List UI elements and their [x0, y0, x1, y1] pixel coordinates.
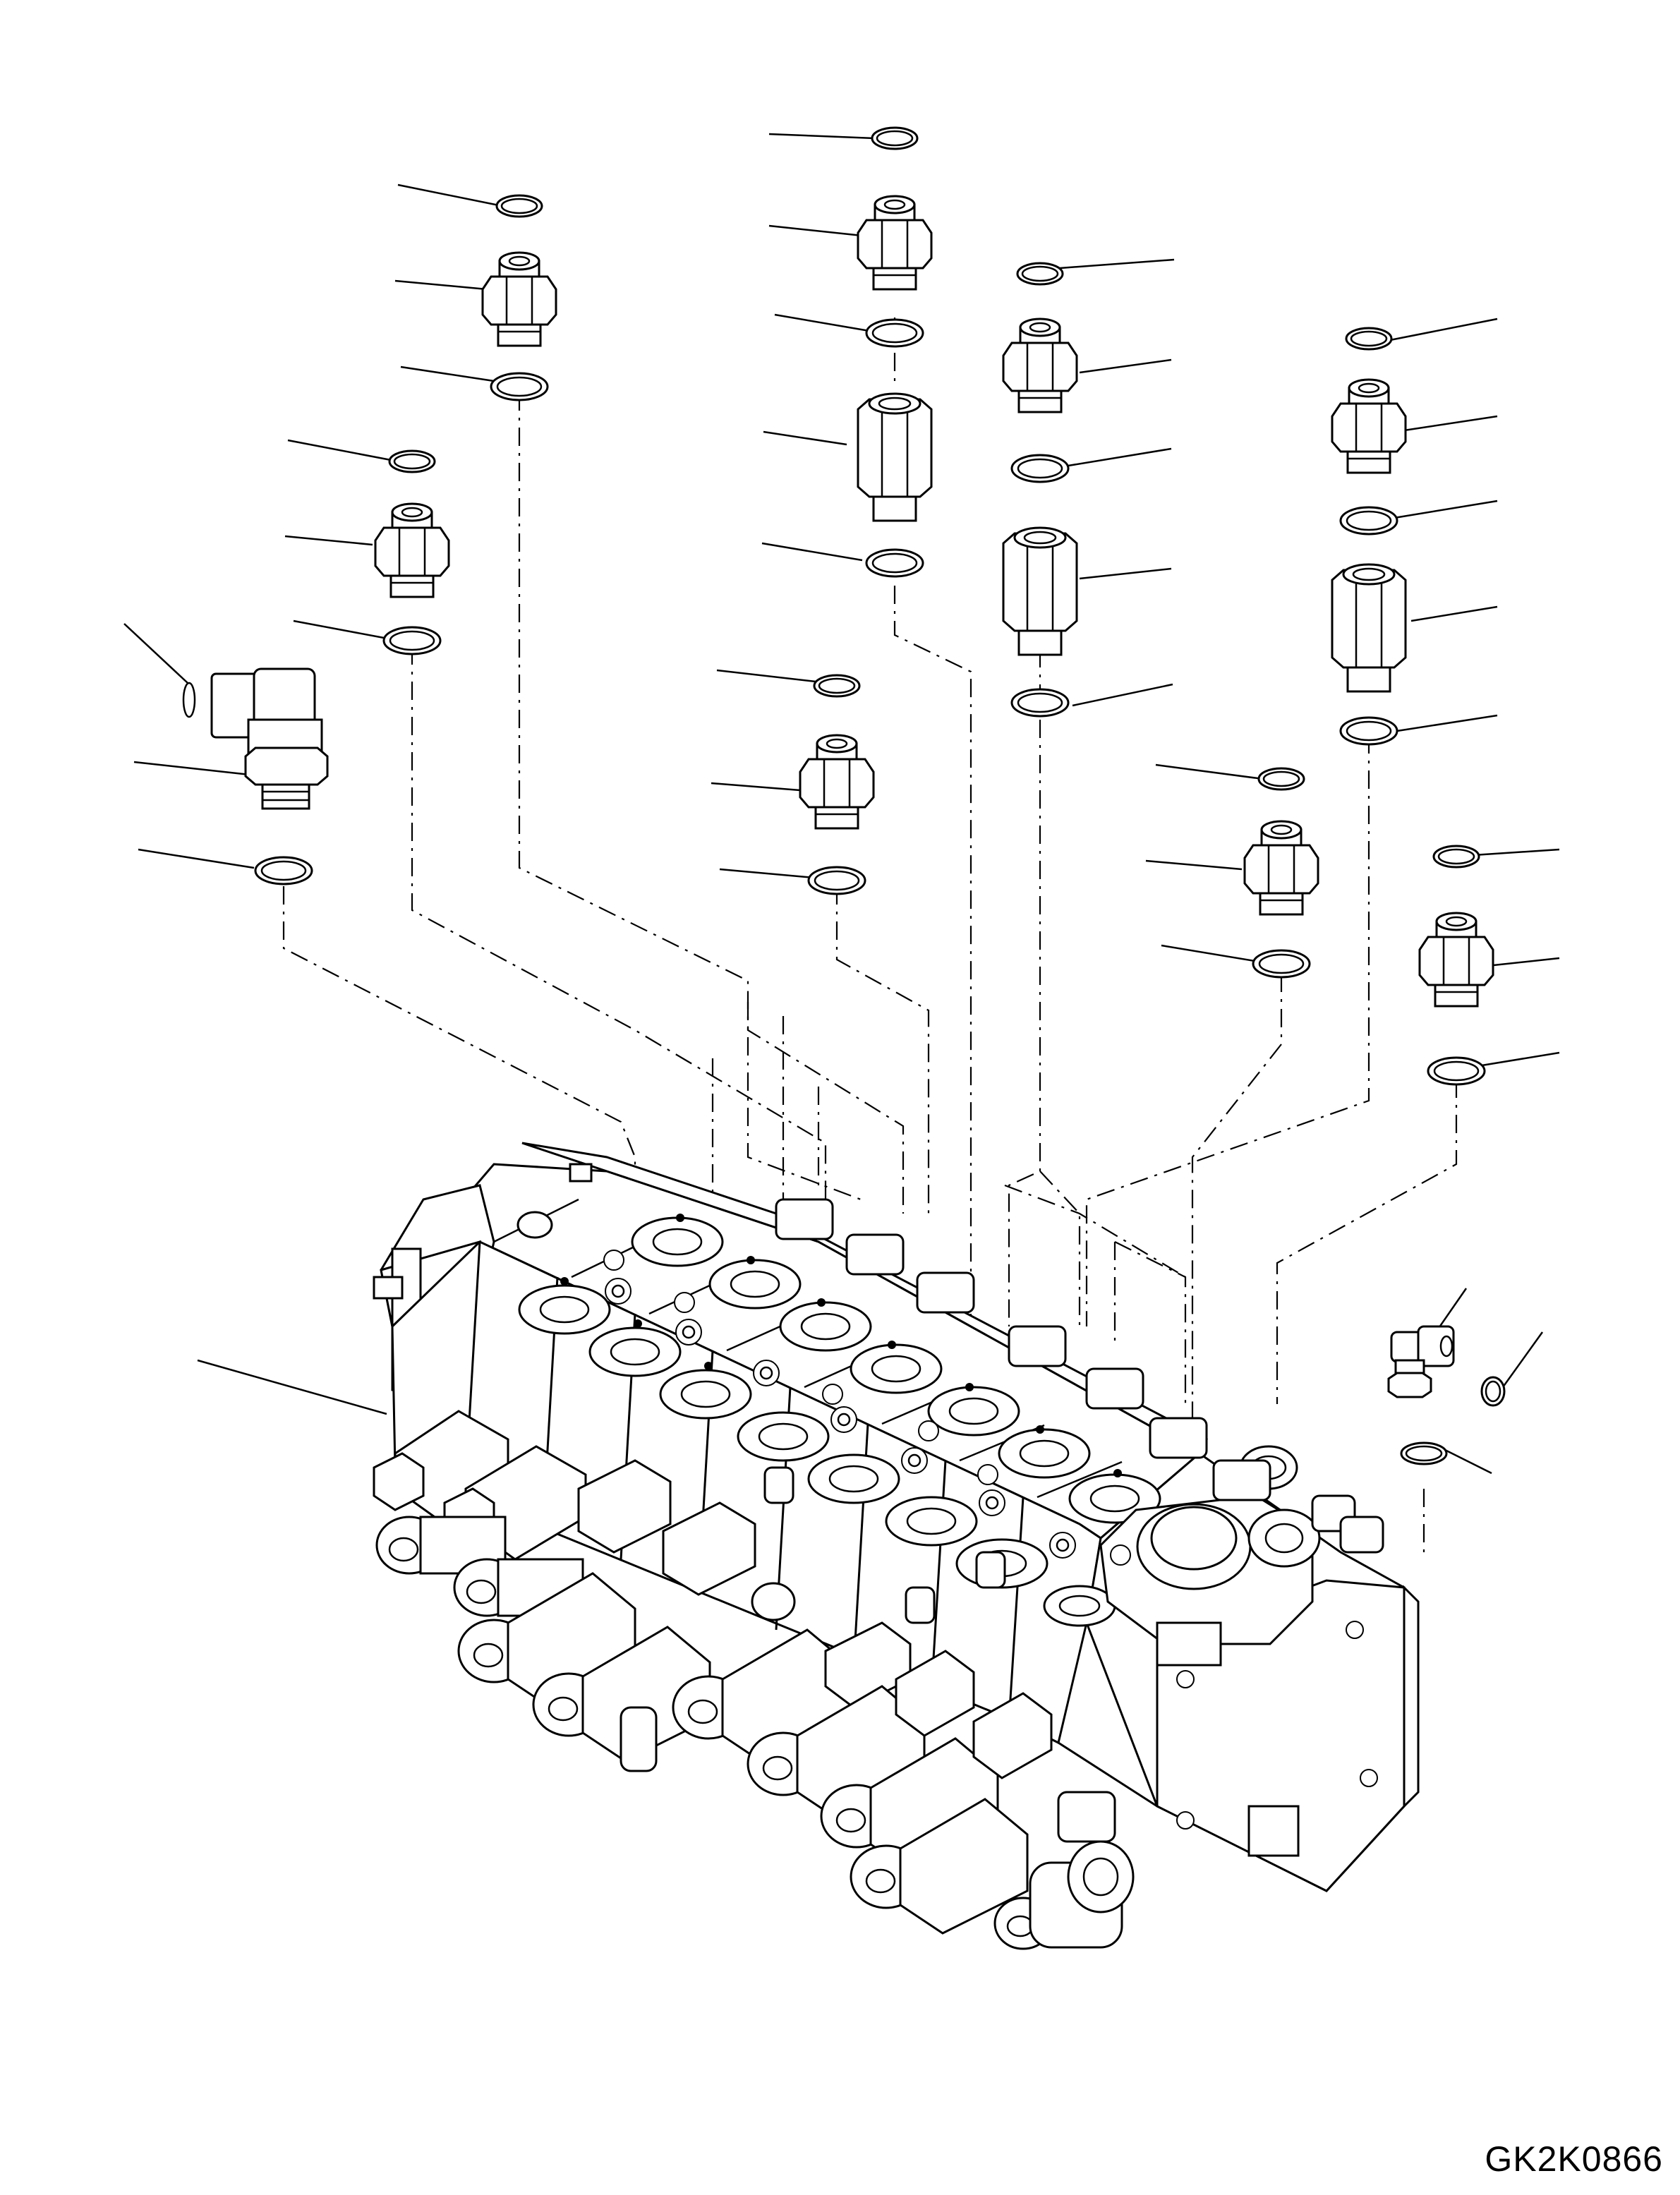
drawing-code: GK2K0866	[1485, 2139, 1663, 2179]
port-markers	[560, 1214, 1122, 1477]
o-ring-part	[254, 856, 313, 885]
o-ring-part	[1339, 506, 1398, 536]
o-ring-part	[1400, 1441, 1448, 1465]
straight-fitting-part	[481, 251, 557, 347]
leader-lines	[123, 133, 1560, 1475]
small-elbow-fitting-part	[1387, 1325, 1455, 1398]
o-ring-part	[1257, 767, 1305, 791]
o-ring-part	[495, 194, 543, 218]
o-ring-part	[865, 548, 924, 578]
union-adapter-part	[1331, 563, 1407, 693]
o-ring-part	[1427, 1056, 1486, 1086]
union-adapter-part	[1002, 526, 1078, 656]
elbow-fitting-part	[182, 667, 329, 810]
assembly-center-lines	[282, 318, 1458, 1552]
straight-fitting-part	[1418, 912, 1494, 1008]
back-rail-fittings	[775, 1198, 1384, 1554]
o-ring-part	[813, 674, 861, 698]
o-ring-part	[388, 449, 436, 473]
straight-fitting-part	[1331, 378, 1407, 474]
o-ring-part	[1252, 949, 1311, 979]
straight-fitting-part	[374, 502, 450, 598]
spool-caps	[373, 1410, 1135, 1950]
straight-fitting-part	[1002, 318, 1078, 413]
solenoid-cover	[1099, 1445, 1321, 1667]
o-ring-part	[1010, 454, 1070, 483]
exploded-parts	[182, 126, 1506, 1465]
union-adapter-part	[857, 392, 933, 522]
o-ring-part	[1339, 716, 1398, 746]
o-ring-part	[865, 318, 924, 348]
o-ring-part	[1345, 327, 1393, 351]
o-ring-part	[871, 126, 919, 150]
o-ring-part	[490, 372, 549, 401]
o-ring-part	[807, 866, 866, 895]
o-ring-part	[1432, 845, 1480, 869]
o-ring-part	[1016, 262, 1064, 286]
straight-fitting-part	[857, 195, 933, 291]
straight-fitting-part	[1243, 820, 1319, 916]
straight-fitting-part	[799, 734, 875, 830]
o-ring-part	[1010, 688, 1070, 718]
o-ring-part	[382, 626, 442, 655]
small-ports	[603, 1250, 1076, 1559]
control-valve-body	[373, 1142, 1420, 1950]
